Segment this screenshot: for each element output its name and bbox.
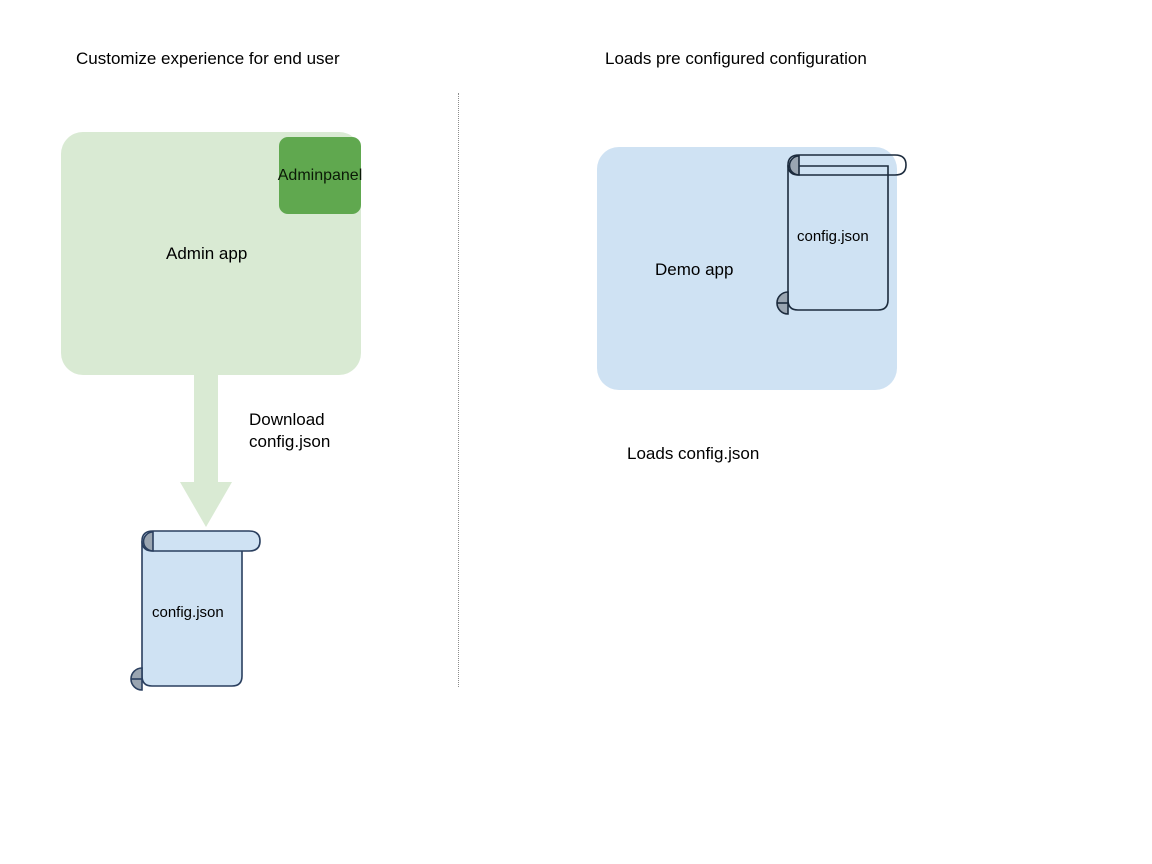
demo-app-box: [597, 147, 897, 390]
left-section-title: Customize experience for end user: [76, 49, 340, 68]
scroll-document-icon-left: [120, 528, 270, 693]
loads-config-caption: Loads config.json: [627, 444, 760, 463]
admin-app-label: Admin app: [166, 244, 248, 263]
admin-panel-label-line1: Admin: [277, 166, 324, 184]
section-divider: [458, 93, 459, 687]
download-arrow-label-line1: Download: [249, 410, 325, 429]
download-arrow-label: Download config.json: [249, 409, 330, 453]
download-arrow-label-line2: config.json: [249, 432, 331, 451]
admin-panel-chip[interactable]: Admin panel: [277, 137, 363, 214]
demo-app-label: Demo app: [655, 260, 734, 279]
scroll-document-icon-right: [766, 152, 916, 317]
down-arrow-icon: [178, 370, 234, 530]
scroll-right-label: config.json: [797, 228, 869, 245]
admin-panel-label-line2: panel: [323, 166, 363, 184]
scroll-left-label: config.json: [152, 604, 224, 621]
right-section-title: Loads pre configured configuration: [605, 49, 867, 68]
